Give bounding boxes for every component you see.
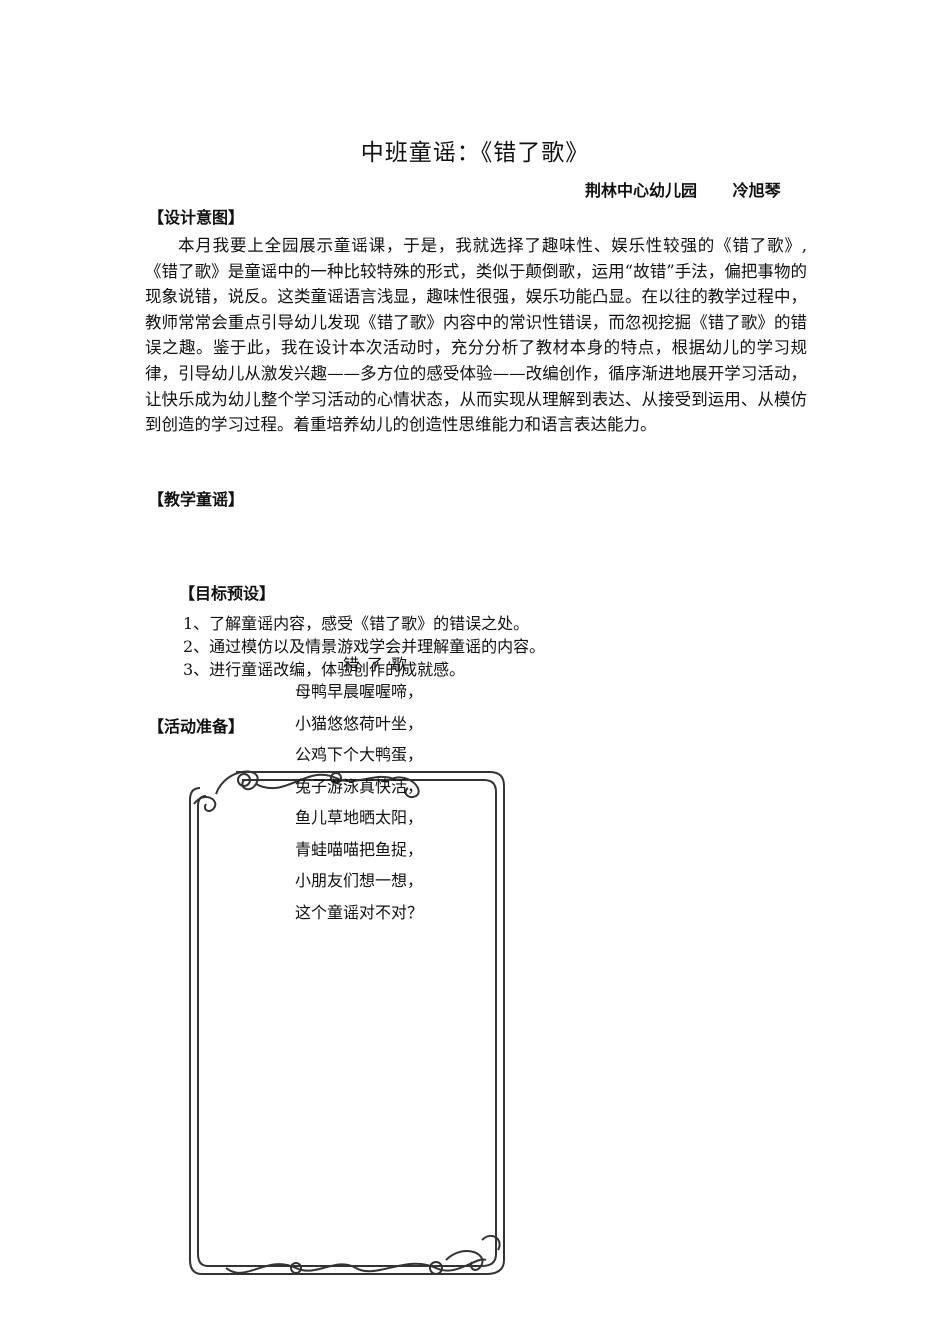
ornamental-frame [189,770,505,1275]
poem-line: 小朋友们想一想， [295,871,424,890]
goals-heading: 【目标预设】 [179,584,276,603]
page-title: 中班童谣：《错了歌》 [360,140,590,166]
author-school: 荆林中心幼儿园 [585,181,698,200]
goal-item: 2、通过模仿以及情景游戏学会并理解童谣的内容。 [183,637,546,656]
poem-line: 兔子游泳真快活， [295,776,424,796]
goals-list: 1、了解童谣内容，感受《错了歌》的错误之处。 2、通过模仿以及情景游戏学会并理解… [183,612,545,681]
poem-line: 小猫悠悠荷叶坐， [295,713,424,733]
poem-line: 青蛙喵喵把鱼捉， [295,839,424,859]
prep-heading: 【活动准备】 [148,717,245,736]
poem-line: 公鸡下个大鸭蛋， [295,745,424,764]
poem-line: 这个童谣对不对？ [295,902,424,922]
goal-item: 1、了解童谣内容，感受《错了歌》的错误之处。 [183,614,530,633]
intent-paragraph: 本月我要上全园展示童谣课，于是，我就选择了趣味性、娱乐性较强的《错了歌》,《错了… [145,236,807,435]
poem-line: 鱼儿草地晒太阳， [295,808,424,827]
intent-heading: 【设计意图】 [148,208,245,227]
goal-item: 3、进行童谣改编，体验创作的成就感。 [183,660,466,679]
poem-line: 母鸭早晨喔喔啼， [295,682,424,701]
author-line: 荆林中心幼儿园 冷旭琴 [585,177,781,201]
poem-title: 错了歌 [343,655,416,674]
rhyme-heading: 【教学童谣】 [148,490,245,509]
poem-body: 母鸭早晨喔喔啼， 小猫悠悠荷叶坐， 公鸡下个大鸭蛋， 兔子游泳真快活， 鱼儿草地… [295,676,423,928]
author-name: 冷旭琴 [732,181,781,200]
